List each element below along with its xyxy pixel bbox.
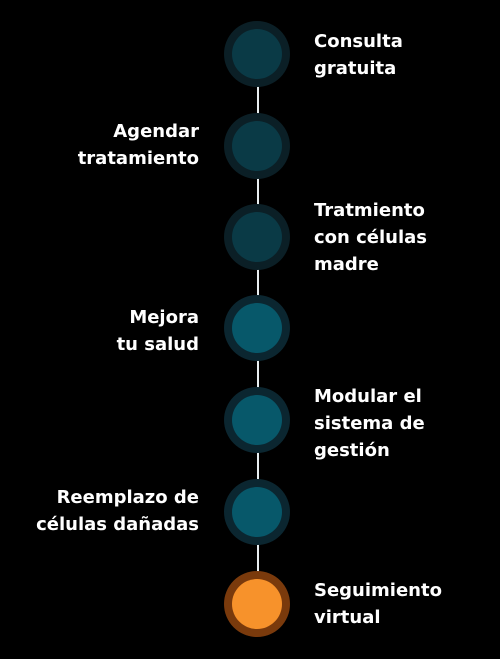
timeline-step-label: Mejora tu salud xyxy=(116,307,199,355)
timeline-node-ring xyxy=(224,479,290,545)
timeline-step-label: Modular el sistema de gestión xyxy=(314,386,425,461)
timeline-node xyxy=(232,121,282,171)
timeline-node-ring xyxy=(224,295,290,361)
timeline-node-ring xyxy=(224,571,290,637)
timeline-node-ring xyxy=(224,387,290,453)
timeline-step-label: Seguimiento virtual xyxy=(314,580,442,628)
timeline-step-label: Reemplazo de células dañadas xyxy=(36,487,199,535)
timeline-node-ring xyxy=(224,204,290,270)
timeline-step-label: Consulta gratuita xyxy=(314,31,403,79)
timeline-node xyxy=(232,212,282,262)
timeline-node-ring xyxy=(224,21,290,87)
timeline-node-ring xyxy=(224,113,290,179)
timeline-step-label: Tratmiento con células madre xyxy=(314,200,428,275)
timeline-step-label: Agendar tratamiento xyxy=(77,121,199,169)
timeline-node xyxy=(232,487,282,537)
timeline-node xyxy=(232,303,282,353)
timeline-node xyxy=(232,395,282,445)
timeline-node xyxy=(232,29,282,79)
timeline-node xyxy=(232,579,282,629)
